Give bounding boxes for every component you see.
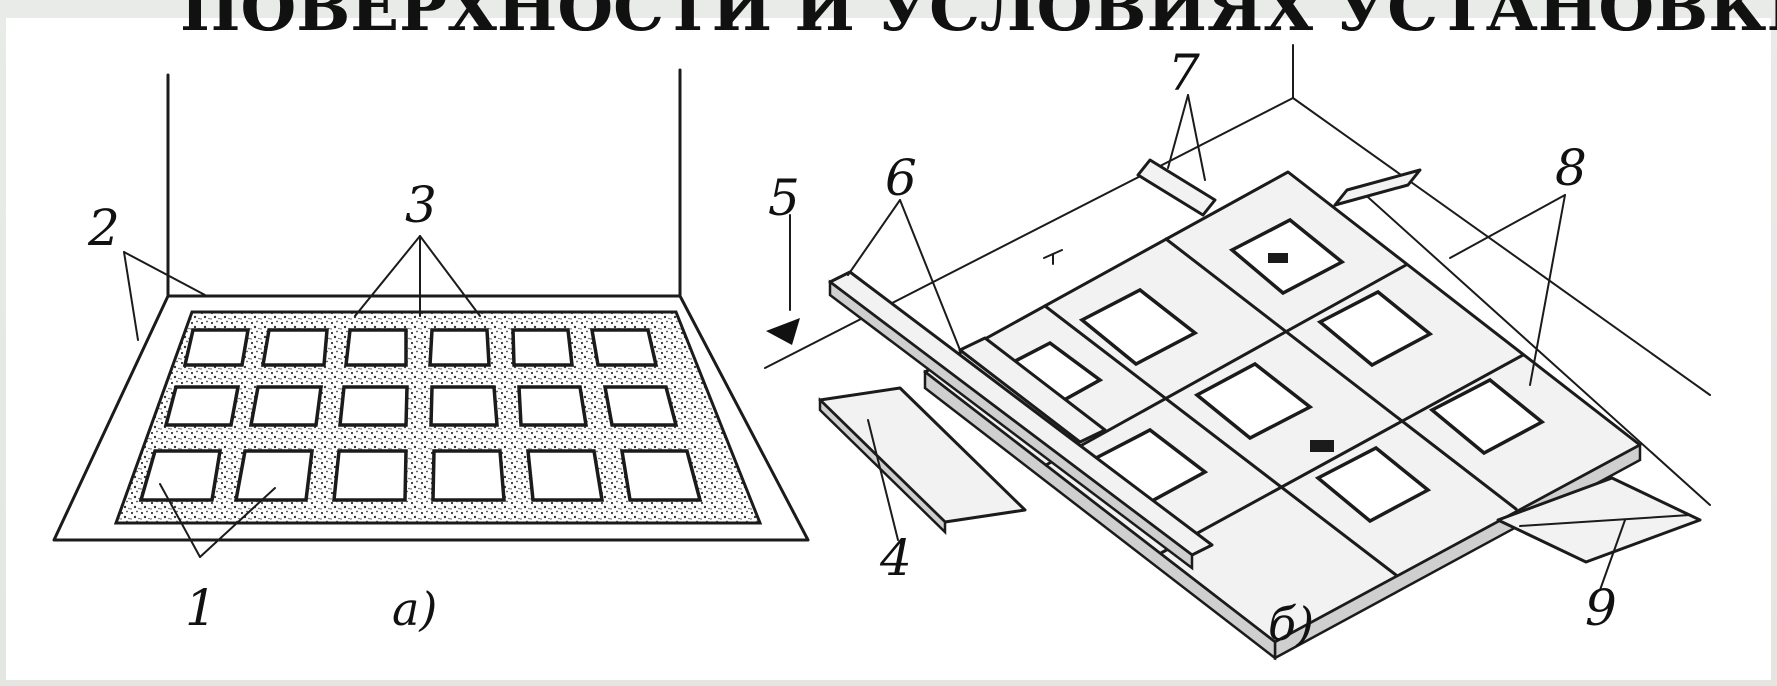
leader-line	[899, 199, 961, 351]
template-frame-edge-left	[923, 369, 1277, 661]
label-6: 6	[885, 149, 917, 207]
label-4: 4	[879, 529, 912, 587]
grid-line	[1164, 237, 1518, 511]
floor-edge-line	[1359, 189, 1711, 506]
leader-line	[1449, 194, 1566, 259]
opening	[1428, 377, 1546, 456]
tile-cell	[517, 385, 589, 427]
label-9: 9	[1585, 579, 1617, 637]
tile-cell	[431, 449, 506, 502]
mark-block	[1268, 253, 1288, 263]
tile-cell	[429, 385, 499, 427]
leader-line	[1187, 94, 1206, 181]
caption-b: б)	[1268, 597, 1314, 651]
label-3: 3	[405, 176, 437, 234]
grid-line	[1044, 263, 1408, 467]
leader-line	[199, 487, 276, 558]
grid-line	[1043, 304, 1398, 577]
panel-b-drawing: 4 5 6 7 8 9 б)	[764, 44, 1711, 661]
tile-cell	[526, 449, 605, 502]
tile-cell	[589, 328, 659, 367]
label-5: 5	[768, 169, 800, 227]
guide-rail-side	[828, 279, 1194, 571]
guide-rail-segment	[958, 336, 1107, 444]
tile-cell	[602, 385, 679, 427]
tile-cell	[163, 385, 241, 427]
frame-grid-lines	[1043, 237, 1525, 577]
leader-line	[1167, 94, 1189, 169]
small-marks	[1043, 249, 1334, 452]
wall-base-line	[764, 97, 1294, 369]
tile-cell	[332, 449, 408, 502]
caption-a: а)	[392, 582, 437, 636]
floor-outline	[52, 294, 810, 542]
opening	[1316, 289, 1434, 368]
tile-cell	[338, 385, 409, 427]
leader-line	[847, 199, 901, 276]
leader-line	[123, 251, 206, 296]
figure-title-fragment: ПОВЕРХНОСТИ И УСЛОВИЯХ УСТАНОВКИ АРМА	[180, 0, 1777, 46]
leader-line	[419, 235, 481, 317]
label-8: 8	[1555, 139, 1587, 197]
tile-cell	[260, 328, 329, 367]
leader-line	[123, 251, 139, 341]
opening	[1078, 287, 1199, 367]
tile-cell	[182, 328, 251, 367]
tile-cell	[511, 328, 574, 367]
support-bar-side	[818, 397, 947, 535]
label-1: 1	[185, 579, 217, 637]
bracket-line	[1519, 514, 1691, 527]
leader-line	[159, 483, 201, 558]
panel-a-drawing: 1 2 3 а)	[52, 68, 810, 637]
handle-left	[1136, 158, 1217, 217]
opening	[1193, 361, 1314, 441]
label-7: 7	[1168, 44, 1200, 102]
tile-cell	[619, 449, 703, 502]
tile-cell	[138, 449, 223, 502]
label-2: 2	[87, 199, 120, 257]
tile-grid	[138, 328, 703, 502]
grid-line	[1159, 353, 1525, 555]
leader-line	[1529, 194, 1566, 386]
arrow-marker	[766, 318, 800, 345]
panel-b-leaders	[789, 94, 1626, 591]
leader-line	[867, 419, 899, 541]
opening	[1314, 445, 1432, 524]
mark-block	[1310, 440, 1334, 452]
tile-cell	[233, 449, 314, 502]
handle-right	[1333, 168, 1422, 207]
tile-cell	[344, 328, 408, 367]
leader-line	[354, 235, 421, 317]
tile-cell	[428, 328, 491, 367]
leader-line	[1599, 519, 1626, 591]
tile-cell	[248, 385, 323, 427]
panel-a-leaders	[123, 235, 481, 558]
wall-base-line-right	[1292, 97, 1711, 396]
